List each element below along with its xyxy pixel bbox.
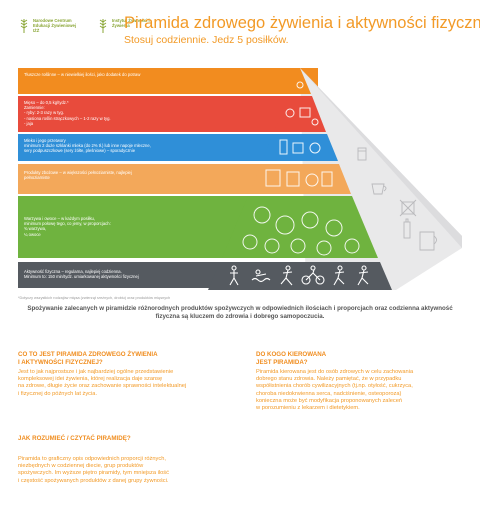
- bread-icon: [265, 169, 281, 187]
- pyramid-graphic: [208, 68, 462, 290]
- grapes-icon: [316, 240, 332, 256]
- running-icon: [357, 265, 369, 286]
- level-fats: Tłuszcze roślinne – w niewielkiej ilości…: [18, 68, 318, 94]
- how-to-read-heading: JAK ROZUMIEĆ / CZYTAĆ PIRAMIDĘ?: [18, 435, 131, 442]
- what-is-heading: CO TO JEST PIRAMIDA ZDROWEGO ŻYWIENIA I …: [18, 351, 158, 366]
- level-fats-text: Tłuszcze roślinne – w niewielkiej ilości…: [24, 72, 141, 77]
- no-sweets-icon: [399, 199, 417, 217]
- footnote: *Dotyczy wszystkich rodzajów mięsa (zwie…: [18, 296, 171, 300]
- swimming-icon: [251, 269, 271, 283]
- coffee-cup-icon: [371, 183, 387, 195]
- who-heading: DO KOGO KIEROWANA JEST PIRAMIDA?: [256, 351, 327, 366]
- egg-icon: [311, 118, 319, 126]
- walking-icon: [229, 265, 239, 286]
- oil-icon: [296, 81, 304, 89]
- wheat-icon: [99, 19, 107, 33]
- banana-icon: [344, 238, 360, 254]
- grain-icon: [305, 173, 319, 187]
- water-jug-icon: [419, 231, 437, 251]
- yogurt-icon: [309, 142, 321, 154]
- page-subtitle: Stosuj codziennie. Jedz 5 posiłków.: [124, 34, 289, 46]
- apple-icon: [301, 211, 319, 229]
- summary-text: Spożywanie zalecanych w piramidzie różno…: [27, 305, 453, 320]
- who-body: Piramida kierowana jest do osób zdrowych…: [256, 369, 414, 412]
- carrot-icon: [264, 238, 280, 254]
- level-meat: Mięso – do 0,5 kg/tydz.* Zamiennie: - ry…: [18, 96, 318, 132]
- izz-logo-text: Instytut Żywności i Żywienia: [112, 18, 150, 28]
- broccoli-icon: [275, 215, 295, 235]
- wheat-icon: [20, 19, 28, 33]
- fish-icon: [285, 108, 295, 118]
- tomato-icon: [242, 234, 258, 250]
- cabbage-icon: [253, 206, 271, 224]
- level-grains-text: Produkty zbożowe – w większości pełnozia…: [24, 170, 132, 181]
- level-activity-text: Aktywność fizyczna – regularna, najlepie…: [24, 269, 139, 280]
- what-is-body: Jest to jak najprostsze i jak najbardzie…: [18, 369, 187, 397]
- pear-icon: [325, 219, 343, 237]
- milk-icon: [279, 139, 288, 155]
- page-title: Piramida zdrowego żywienia i aktywności …: [124, 14, 480, 32]
- pepper-icon: [290, 238, 306, 254]
- level-dairy-text: Mleko i jego przetwory minimum 2 duże sz…: [24, 138, 151, 154]
- water-bottle-icon: [403, 218, 411, 239]
- ncez-logo-text: Narodowe Centrum Edukacji Żywieniowej IŻ…: [33, 18, 77, 33]
- cereal-icon: [321, 171, 333, 187]
- jogging-icon: [333, 265, 345, 286]
- level-vegetables-text: Warzywa i owoce – w każdym posiłku, mini…: [24, 216, 111, 237]
- running-icon: [280, 265, 293, 286]
- ncez-logo: Narodowe Centrum Edukacji Żywieniowej IŻ…: [18, 18, 83, 34]
- salt-shaker-icon: [357, 147, 367, 161]
- cheese-icon: [292, 142, 304, 154]
- izz-logo: Instytut Żywności i Żywienia: [97, 18, 162, 34]
- meat-icon: [299, 107, 311, 118]
- cycling-icon: [301, 265, 325, 285]
- level-meat-text: Mięso – do 0,5 kg/tydz.* Zamiennie: - ry…: [24, 100, 111, 126]
- how-to-read-body: Piramida to graficzny opis odpowiednich …: [18, 456, 169, 484]
- logos: Narodowe Centrum Edukacji Żywieniowej IŻ…: [18, 18, 162, 34]
- pasta-icon: [286, 171, 300, 187]
